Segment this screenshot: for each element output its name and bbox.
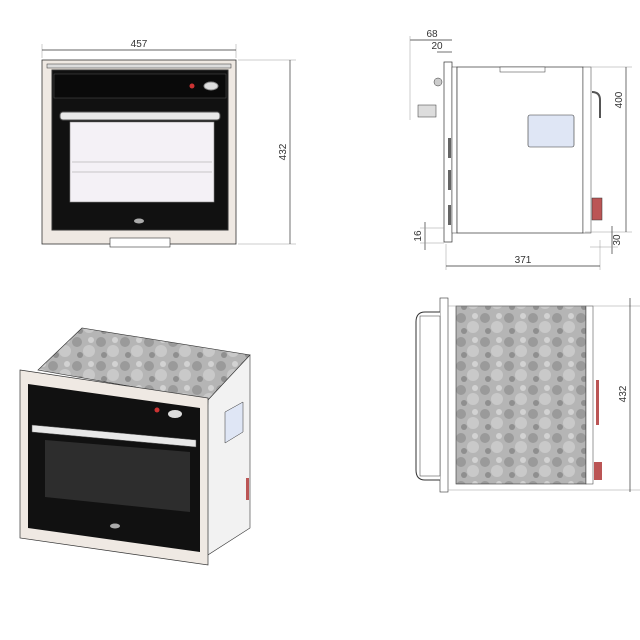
side-window (527, 114, 575, 148)
isometric-view (19, 327, 251, 566)
dim-side-rear-offset: 30 (612, 234, 623, 246)
top-view: 432 (415, 297, 640, 493)
dim-front-width: 457 (131, 39, 148, 50)
dim-side-depth: 371 (515, 255, 532, 266)
ignition-button-icon (189, 83, 195, 89)
logo-icon (134, 218, 144, 224)
dim-side-offset-total: 68 (426, 29, 438, 40)
top-view-handle (415, 311, 440, 481)
dim-front-height: 432 (278, 143, 289, 160)
dim-top-height: 432 (618, 385, 629, 402)
control-knob-icon (203, 81, 219, 91)
dim-side-height: 400 (614, 91, 625, 108)
dim-side-offset-frame: 20 (431, 41, 443, 52)
side-view: 68 20 400 16 30 371 (409, 29, 632, 270)
dim-side-bottom-offset: 16 (413, 230, 424, 242)
front-view: 457 432 (41, 39, 296, 248)
door-handle (59, 111, 221, 121)
